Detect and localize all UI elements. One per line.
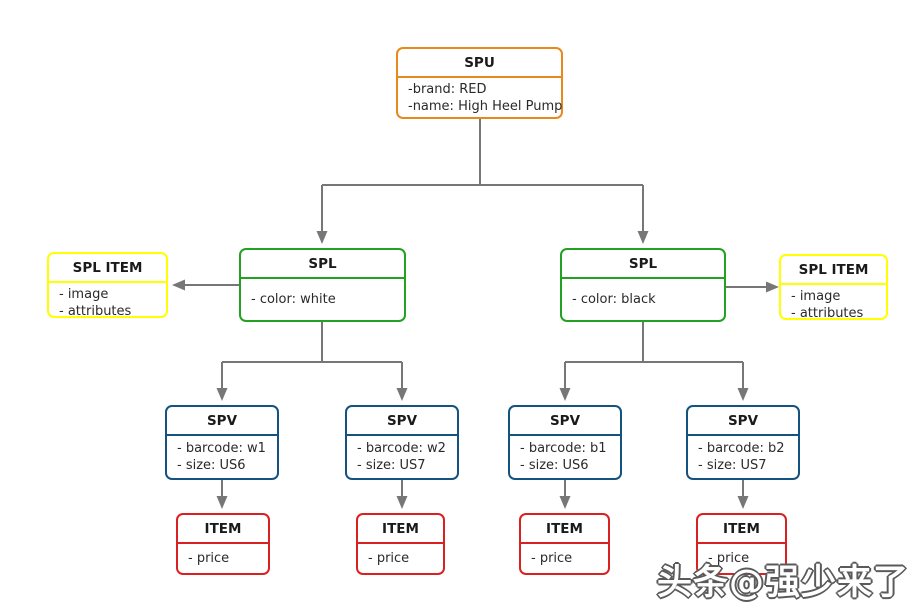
node-attribute: - size: US6	[177, 458, 246, 473]
node-title: ITEM	[521, 515, 608, 544]
node-body: - barcode: w2 - size: US7	[347, 436, 457, 478]
node-attribute: - price	[708, 551, 750, 566]
node-attribute: - color: white	[251, 292, 336, 307]
node-title: ITEM	[178, 515, 268, 544]
node-spu: SPU -brand: RED -name: High Heel Pump	[396, 47, 563, 119]
node-attribute: - price	[368, 551, 410, 566]
node-attribute: - color: black	[572, 292, 656, 307]
node-spl-white: SPL - color: white	[239, 248, 406, 322]
node-attribute: - barcode: w2	[357, 441, 446, 456]
node-item-2: ITEM - price	[356, 513, 445, 575]
node-attribute: - attributes	[59, 304, 132, 319]
node-attribute: - price	[188, 551, 230, 566]
node-title: ITEM	[698, 515, 785, 544]
node-body: - price	[358, 544, 443, 573]
node-attribute: - barcode: b2	[698, 441, 785, 456]
node-title: SPV	[688, 407, 798, 436]
node-body: - barcode: b1 - size: US6	[510, 436, 620, 478]
node-title: SPL	[562, 250, 724, 279]
node-body: - color: white	[241, 279, 404, 320]
node-body: - price	[178, 544, 268, 573]
node-body: -brand: RED -name: High Heel Pump	[398, 78, 563, 118]
node-title: SPU	[398, 49, 561, 78]
node-title: SPV	[167, 407, 277, 436]
node-attribute: - image	[791, 289, 841, 304]
node-spv-w1: SPV - barcode: w1 - size: US6	[165, 405, 279, 480]
node-body: - price	[521, 544, 608, 573]
node-item-4: ITEM - price	[696, 513, 787, 575]
node-title: SPV	[510, 407, 620, 436]
node-attribute: - barcode: w1	[177, 441, 266, 456]
watermark: 头条@强少来了	[656, 563, 909, 603]
node-title: SPV	[347, 407, 457, 436]
node-title: ITEM	[358, 515, 443, 544]
node-spl-item-left: SPL ITEM - image - attributes	[47, 252, 168, 319]
node-attribute: - price	[531, 551, 573, 566]
node-spl-item-right: SPL ITEM - image - attributes	[779, 254, 888, 321]
node-attribute: -name: High Heel Pump	[408, 99, 563, 114]
node-attribute: - size: US6	[520, 458, 589, 473]
node-item-1: ITEM - price	[176, 513, 270, 575]
node-body: - image - attributes	[49, 283, 166, 323]
node-body: - color: black	[562, 279, 724, 320]
node-attribute: -brand: RED	[408, 82, 487, 97]
node-title: SPL ITEM	[781, 256, 886, 285]
node-spv-b1: SPV - barcode: b1 - size: US6	[508, 405, 622, 480]
node-attribute: - size: US7	[698, 458, 767, 473]
node-body: - image - attributes	[781, 285, 886, 325]
node-attribute: - image	[59, 287, 109, 302]
node-body: - price	[698, 544, 785, 573]
node-spv-w2: SPV - barcode: w2 - size: US7	[345, 405, 459, 480]
node-item-3: ITEM - price	[519, 513, 610, 575]
node-body: - barcode: b2 - size: US7	[688, 436, 798, 478]
node-body: - barcode: w1 - size: US6	[167, 436, 277, 478]
node-title: SPL ITEM	[49, 254, 166, 283]
node-attribute: - barcode: b1	[520, 441, 607, 456]
node-spl-black: SPL - color: black	[560, 248, 726, 322]
node-attribute: - size: US7	[357, 458, 426, 473]
node-spv-b2: SPV - barcode: b2 - size: US7	[686, 405, 800, 480]
node-attribute: - attributes	[791, 306, 864, 321]
node-title: SPL	[241, 250, 404, 279]
